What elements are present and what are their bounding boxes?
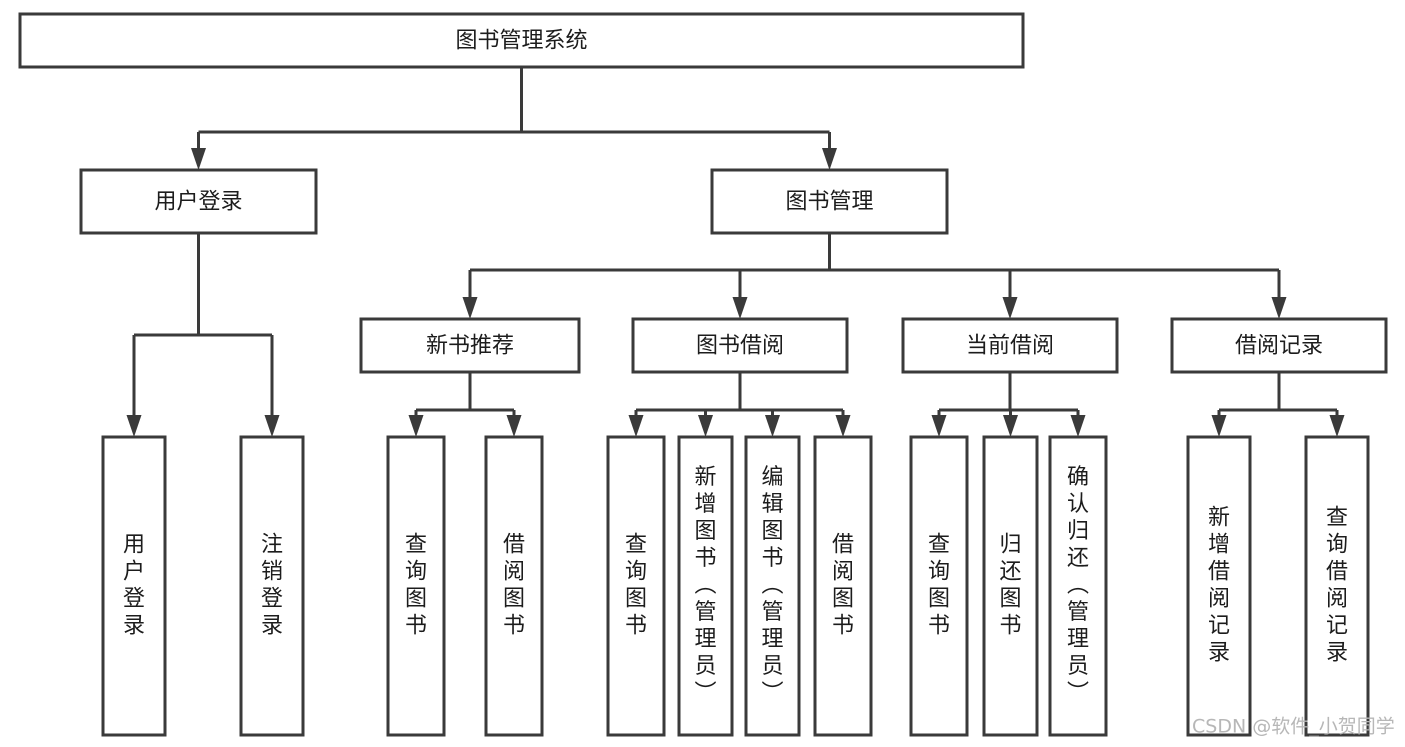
node-label-root: 图书管理系统 [455, 29, 587, 54]
arrowhead-leaf-confirm-return [1070, 415, 1086, 437]
node-leaf-confirm-return[interactable]: 确认归还︵管理员︶ [1048, 435, 1108, 737]
node-label-leaf-user-logout: 注销登录 [261, 533, 283, 639]
node-new-book-recommend[interactable]: 新书推荐 [359, 317, 581, 374]
node-label-book-borrow: 图书借阅 [696, 334, 784, 359]
node-box-leaf-borrow-book-2 [813, 435, 873, 737]
node-label-leaf-query-record: 查询借阅记录 [1326, 506, 1348, 666]
node-label-new-book-recommend: 新书推荐 [426, 334, 514, 359]
node-leaf-query-book-3[interactable]: 查询图书 [909, 435, 969, 737]
node-current-borrow[interactable]: 当前借阅 [901, 317, 1119, 374]
node-box-current-borrow [901, 317, 1119, 374]
arrowhead-leaf-borrow-book-2 [835, 415, 851, 437]
node-box-new-book-recommend [359, 317, 581, 374]
node-book-borrow[interactable]: 图书借阅 [631, 317, 849, 374]
node-label-leaf-confirm-return: 确认归还︵管理员︶ [1067, 465, 1089, 706]
node-box-leaf-add-book [677, 435, 734, 737]
node-label-leaf-borrow-book-2: 借阅图书 [832, 533, 854, 639]
arrowhead-leaf-query-book-1 [408, 415, 424, 437]
node-leaf-user-logout[interactable]: 注销登录 [239, 435, 305, 737]
arrowhead-borrow-record [1271, 297, 1287, 319]
node-leaf-query-book-2[interactable]: 查询图书 [606, 435, 666, 737]
arrowhead-book-manage [822, 148, 837, 170]
node-leaf-return-book[interactable]: 归还图书 [982, 435, 1039, 737]
node-box-book-manage [710, 168, 949, 235]
node-label-leaf-edit-book: 编辑图书︵管理员︶ [761, 465, 783, 706]
node-book-manage[interactable]: 图书管理 [710, 168, 949, 235]
node-user-login[interactable]: 用户登录 [79, 168, 318, 235]
arrowhead-new-book-recommend [462, 297, 478, 319]
node-leaf-user-login[interactable]: 用户登录 [101, 435, 167, 737]
node-leaf-add-record[interactable]: 新增借阅记录 [1186, 435, 1252, 737]
node-box-leaf-query-book-2 [606, 435, 666, 737]
node-box-leaf-confirm-return [1048, 435, 1108, 737]
node-label-leaf-query-book-3: 查询图书 [928, 533, 950, 639]
node-leaf-add-book[interactable]: 新增图书︵管理员︶ [677, 435, 734, 737]
arrowhead-user-login [191, 148, 206, 170]
watermark-label: CSDN @软件_小贺同学 [1192, 716, 1395, 738]
node-label-leaf-user-login: 用户登录 [123, 533, 145, 639]
arrowhead-leaf-edit-book [765, 415, 780, 437]
node-boxes-group: 图书管理系统用户登录图书管理新书推荐图书借阅当前借阅借阅记录用户登录注销登录查询… [18, 12, 1388, 737]
node-label-borrow-record: 借阅记录 [1235, 334, 1323, 359]
node-box-book-borrow [631, 317, 849, 374]
node-label-book-manage: 图书管理 [785, 190, 873, 215]
node-label-leaf-add-book: 新增图书︵管理员︶ [694, 465, 716, 706]
arrowhead-book-borrow [732, 297, 748, 319]
node-label-leaf-add-record: 新增借阅记录 [1208, 506, 1230, 666]
node-label-leaf-borrow-book-1: 借阅图书 [503, 533, 525, 639]
node-borrow-record[interactable]: 借阅记录 [1170, 317, 1388, 374]
node-root[interactable]: 图书管理系统 [18, 12, 1025, 69]
node-leaf-edit-book[interactable]: 编辑图书︵管理员︶ [744, 435, 801, 737]
node-box-leaf-return-book [982, 435, 1039, 737]
node-leaf-borrow-book-1[interactable]: 借阅图书 [484, 435, 544, 737]
arrowhead-leaf-user-logout [264, 415, 280, 437]
arrowhead-current-borrow [1002, 297, 1018, 319]
arrowhead-leaf-add-record [1211, 415, 1227, 437]
node-box-user-login [79, 168, 318, 235]
node-label-user-login: 用户登录 [154, 190, 242, 215]
node-leaf-query-record[interactable]: 查询借阅记录 [1304, 435, 1370, 737]
node-label-leaf-return-book: 归还图书 [999, 533, 1021, 639]
node-box-leaf-edit-book [744, 435, 801, 737]
node-label-leaf-query-book-2: 查询图书 [625, 533, 647, 639]
connector-lines-group [126, 67, 1345, 437]
node-box-root [18, 12, 1025, 69]
arrowhead-leaf-user-login [126, 415, 142, 437]
arrowhead-leaf-query-book-2 [628, 415, 644, 437]
node-box-leaf-user-login [101, 435, 167, 737]
node-leaf-query-book-1[interactable]: 查询图书 [386, 435, 446, 737]
node-box-leaf-borrow-book-1 [484, 435, 544, 737]
node-box-leaf-add-record [1186, 435, 1252, 737]
arrowhead-leaf-query-record [1329, 415, 1345, 437]
node-label-current-borrow: 当前借阅 [966, 334, 1054, 359]
node-box-leaf-user-logout [239, 435, 305, 737]
arrowhead-leaf-borrow-book-1 [506, 415, 522, 437]
arrowhead-leaf-return-book [1003, 415, 1018, 437]
node-box-borrow-record [1170, 317, 1388, 374]
node-box-leaf-query-book-1 [386, 435, 446, 737]
arrowhead-leaf-query-book-3 [931, 415, 947, 437]
node-leaf-borrow-book-2[interactable]: 借阅图书 [813, 435, 873, 737]
node-label-leaf-query-book-1: 查询图书 [405, 533, 427, 639]
node-box-leaf-query-book-3 [909, 435, 969, 737]
arrowhead-leaf-add-book [698, 415, 713, 437]
node-box-leaf-query-record [1304, 435, 1370, 737]
